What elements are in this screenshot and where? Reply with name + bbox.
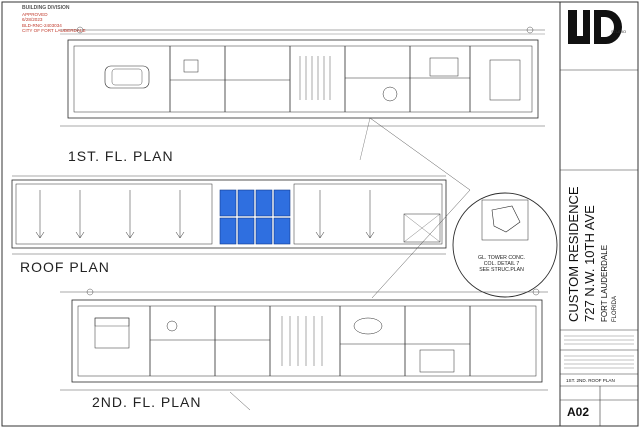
detail-note-line3: SEE STRUC.PLAN [479, 267, 524, 274]
detail-note-line1: GL. TOWER CONC. [478, 255, 526, 261]
detail-callout [371, 189, 558, 299]
title-block-linework [560, 69, 638, 426]
detail-note: GL. TOWER CONC. COL. DETAIL 7 SEE STRUC.… [478, 255, 525, 274]
roof-plan [11, 175, 447, 255]
project-address: 727 N.W. 10TH AVE [582, 205, 597, 322]
project-state: FLORIDA [612, 295, 618, 322]
sheet-title: 1ST. 2ND. ROOF PLAN [566, 378, 615, 383]
second-floor-plan-title: 2ND. FL. PLAN [92, 394, 202, 410]
detail-note-line2: COL. DETAIL 7 [483, 261, 520, 268]
logo-subtitle: STUDIO [611, 29, 627, 34]
project-name: CUSTOM RESIDENCE [566, 186, 581, 322]
ud-logo [568, 10, 622, 44]
sheet-number: A02 [567, 405, 590, 419]
second-floor-plan [60, 288, 548, 411]
roof-plan-title: ROOF PLAN [20, 259, 110, 275]
solar-panel-array [219, 189, 291, 245]
stamp-permit: BLD-RNC-2403034 [22, 22, 62, 28]
approval-stamp: BUILDING DIVISION APPROVED 6/28/2023 BLD… [22, 5, 94, 46]
stamp-status: APPROVED [22, 11, 48, 17]
project-city: FORT LAUDERDALE [600, 244, 609, 322]
first-floor-plan [60, 26, 545, 191]
stamp-date: 6/28/2023 [22, 17, 43, 23]
stamp-division: BUILDING DIVISION [22, 5, 70, 11]
first-floor-plan-title: 1ST. FL. PLAN [68, 148, 174, 164]
stamp-city: CITY OF FORT LAUDERDALE [22, 28, 86, 34]
